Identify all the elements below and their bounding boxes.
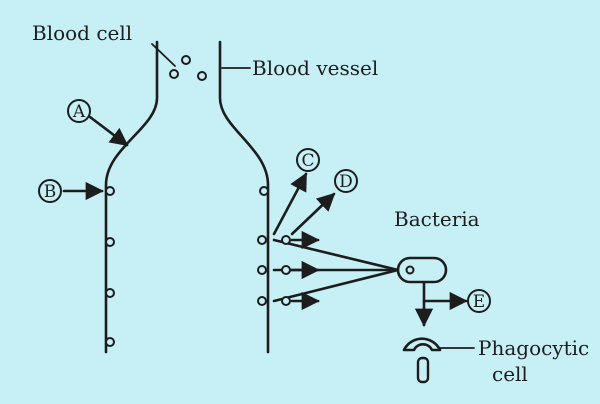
blood-cell-leader bbox=[151, 43, 176, 67]
blood-cell-2 bbox=[169, 69, 179, 79]
phagocytic-label-line2: cell bbox=[492, 362, 528, 386]
converge-line-1 bbox=[272, 238, 400, 272]
marker-c-ring bbox=[296, 148, 320, 172]
wall-cell-left-4 bbox=[105, 337, 115, 347]
wall-cell-left-2 bbox=[105, 237, 115, 247]
marker-d-ring bbox=[334, 169, 358, 193]
arrow-c bbox=[272, 172, 308, 236]
marker-c-label: C bbox=[301, 151, 314, 171]
wall-cell-left-1 bbox=[105, 186, 115, 196]
blood-cell-label: Blood cell bbox=[32, 21, 132, 45]
bacterium bbox=[396, 256, 448, 284]
blood-cell-3 bbox=[197, 71, 207, 81]
marker-e-ring bbox=[467, 289, 491, 313]
wall-cell-right-1 bbox=[259, 186, 269, 196]
bacteria-label: Bacteria bbox=[394, 207, 480, 231]
marker-b-label: B bbox=[44, 182, 57, 202]
marker-e-label: E bbox=[473, 292, 485, 312]
marker-a-ring bbox=[67, 99, 91, 123]
vessel-wall-right bbox=[218, 40, 270, 354]
blood-cell-1 bbox=[181, 55, 191, 65]
converge-line-3 bbox=[272, 268, 400, 303]
phagocytic-label-line1: Phagocytic bbox=[478, 336, 589, 360]
wall-cell-left-3 bbox=[105, 288, 115, 298]
phagocytic-cell-stalk bbox=[416, 356, 430, 384]
marker-d-label: D bbox=[339, 172, 353, 192]
migrating-cell-1 bbox=[281, 235, 291, 245]
phagocytic-cell-body bbox=[402, 337, 442, 352]
wall-cell-right-3 bbox=[257, 265, 267, 275]
vessel-wall-left bbox=[104, 40, 159, 354]
wall-cell-right-4 bbox=[257, 296, 267, 306]
migrating-cell-3 bbox=[281, 296, 291, 306]
wall-cell-right-2 bbox=[257, 235, 267, 245]
marker-b-ring bbox=[38, 179, 62, 203]
bacterium-nucleus bbox=[405, 265, 415, 275]
migrating-cell-2 bbox=[281, 265, 291, 275]
marker-a-label: A bbox=[72, 102, 86, 122]
arrow-d bbox=[290, 192, 336, 236]
blood-vessel-label: Blood vessel bbox=[252, 56, 378, 80]
arrow-a bbox=[88, 115, 129, 147]
